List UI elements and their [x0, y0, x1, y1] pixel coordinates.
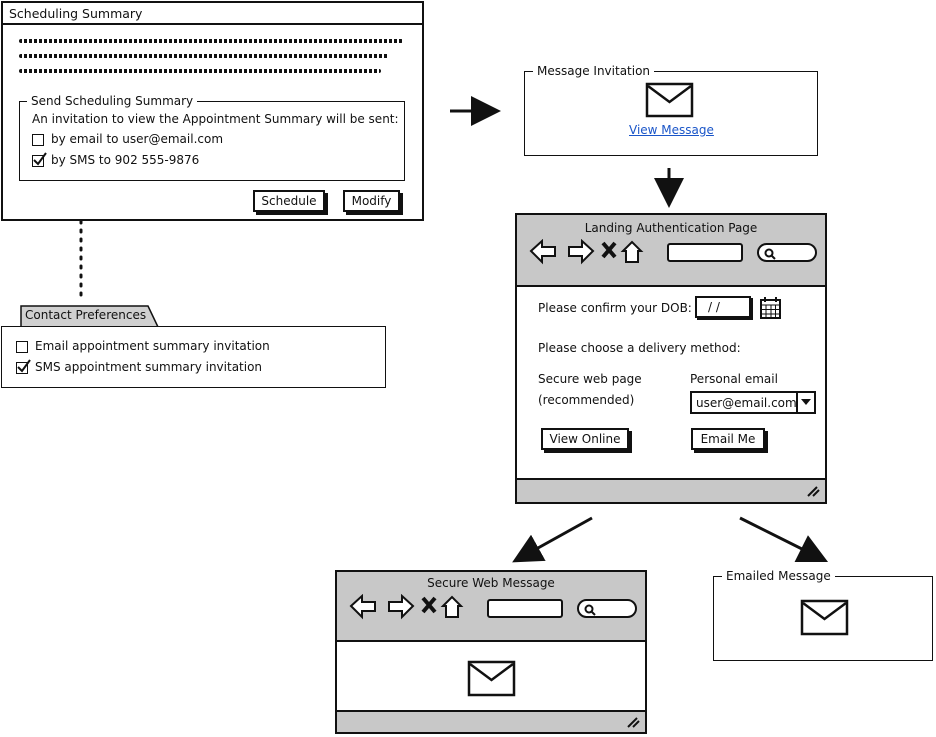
- search-box[interactable]: [757, 243, 817, 262]
- secure-web-label: Secure web page: [538, 372, 642, 386]
- emailed-message-panel: [713, 576, 933, 661]
- send-summary-group: An invitation to view the Appointment Su…: [19, 101, 405, 181]
- address-bar[interactable]: [667, 243, 743, 262]
- contact-preferences-body: Email appointment summary invitation SMS…: [1, 326, 386, 388]
- scheduling-summary-window: Scheduling Summary An invitation to view…: [1, 1, 424, 221]
- personal-email-label: Personal email: [690, 372, 778, 386]
- view-message-link[interactable]: View Message: [629, 123, 714, 137]
- window-title: Secure Web Message: [427, 576, 555, 590]
- email-select[interactable]: user@email.com: [690, 391, 816, 414]
- window-title: Scheduling Summary: [3, 3, 422, 25]
- dob-label: Please confirm your DOB:: [538, 301, 692, 315]
- check-icon: [33, 152, 47, 166]
- nav-icons: [349, 594, 464, 620]
- envelope-icon: [645, 82, 694, 118]
- email-pref-checkbox[interactable]: [16, 341, 28, 353]
- arrow-to-emailed: [739, 516, 829, 563]
- stop-icon: [421, 596, 437, 614]
- delivery-label: Please choose a delivery method:: [538, 341, 741, 355]
- tab-shape: [20, 305, 159, 328]
- message-invitation-legend: Message Invitation: [533, 64, 655, 78]
- page-title: Landing Authentication Page: [584, 221, 758, 235]
- email-pref-label: Email appointment summary invitation: [35, 339, 270, 353]
- resize-grip-icon[interactable]: [626, 716, 640, 728]
- resize-grip-icon[interactable]: [806, 485, 820, 497]
- address-bar[interactable]: [487, 599, 563, 618]
- status-bar: [337, 710, 645, 732]
- stop-icon: [601, 241, 617, 259]
- nav-icons: [529, 239, 644, 265]
- email-checkbox[interactable]: [32, 134, 44, 146]
- search-box[interactable]: [577, 599, 637, 618]
- email-me-button[interactable]: Email Me: [691, 428, 765, 450]
- envelope-icon: [800, 599, 849, 636]
- emailed-message-legend: Emailed Message: [722, 569, 835, 583]
- forward-icon: [388, 594, 415, 620]
- status-bar: [517, 478, 825, 502]
- calendar-icon[interactable]: [760, 296, 782, 320]
- secure-web-note: (recommended): [538, 393, 635, 407]
- search-icon: [764, 248, 776, 260]
- forward-icon: [568, 239, 595, 265]
- view-online-button[interactable]: View Online: [541, 428, 629, 450]
- sms-pref-label: SMS appointment summary invitation: [35, 360, 263, 374]
- sms-option-label: by SMS to 902 555-9876: [51, 153, 200, 167]
- search-icon: [584, 604, 596, 616]
- message-invitation-panel: View Message: [524, 71, 818, 156]
- sms-pref-checkbox[interactable]: [16, 359, 31, 374]
- contact-preferences-tab[interactable]: Contact Preferences: [20, 304, 159, 328]
- landing-page-window: Landing Authentication Page Please confi…: [515, 213, 827, 504]
- browser-toolbar: Landing Authentication Page: [517, 215, 825, 287]
- back-icon: [349, 594, 376, 620]
- dob-input[interactable]: / /: [695, 296, 751, 318]
- send-summary-legend: Send Scheduling Summary: [27, 94, 198, 108]
- arrow-to-secure-web: [512, 516, 593, 563]
- invitation-text: An invitation to view the Appointment Su…: [32, 112, 399, 126]
- tab-label: Contact Preferences: [25, 308, 147, 322]
- home-icon: [620, 240, 644, 263]
- email-option-label: by email to user@email.com: [51, 132, 224, 146]
- chevron-down-icon: [801, 399, 811, 405]
- modify-button[interactable]: Modify: [343, 190, 400, 212]
- check-icon: [17, 359, 31, 373]
- back-icon: [529, 239, 556, 265]
- envelope-icon: [467, 660, 516, 697]
- sms-checkbox[interactable]: [32, 152, 47, 167]
- browser-toolbar: Secure Web Message: [337, 572, 645, 642]
- secure-web-message-window: Secure Web Message: [335, 570, 647, 734]
- dropdown-button[interactable]: [796, 393, 814, 412]
- home-icon: [440, 595, 464, 618]
- schedule-button[interactable]: Schedule: [253, 190, 325, 212]
